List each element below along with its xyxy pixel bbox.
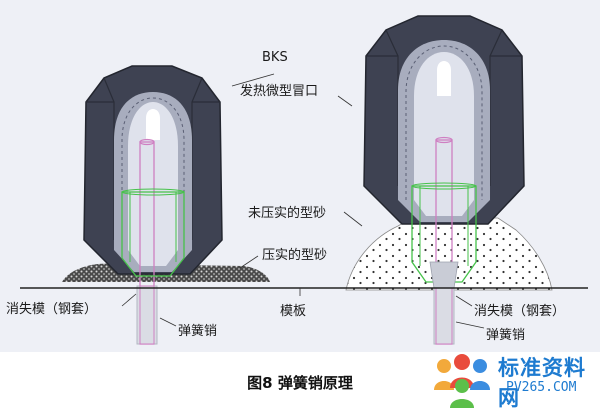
people-logo-icon: [434, 354, 490, 408]
label-spring-pin-left: 弹簧销: [178, 324, 218, 339]
label-template: 模板: [280, 304, 307, 319]
label-heating-riser: 发热微型冒口: [240, 84, 319, 99]
watermark-text: 标准资料网: [498, 356, 586, 410]
label-uncompacted-sand: 未压实的型砂: [248, 206, 327, 221]
label-lost-mold-right: 消失模（钢套）: [474, 304, 566, 319]
label-lost-mold-left: 消失模（钢套）: [6, 302, 98, 317]
spring-pin-diagram: [20, 15, 588, 345]
watermark-url: PV265.COM: [506, 380, 577, 395]
label-spring-pin-right: 弹簧销: [486, 328, 526, 343]
label-compacted-sand: 压实的型砂: [262, 248, 328, 263]
label-bks: BKS: [262, 50, 288, 65]
figure-caption: 图8 弹簧销原理: [247, 374, 353, 392]
